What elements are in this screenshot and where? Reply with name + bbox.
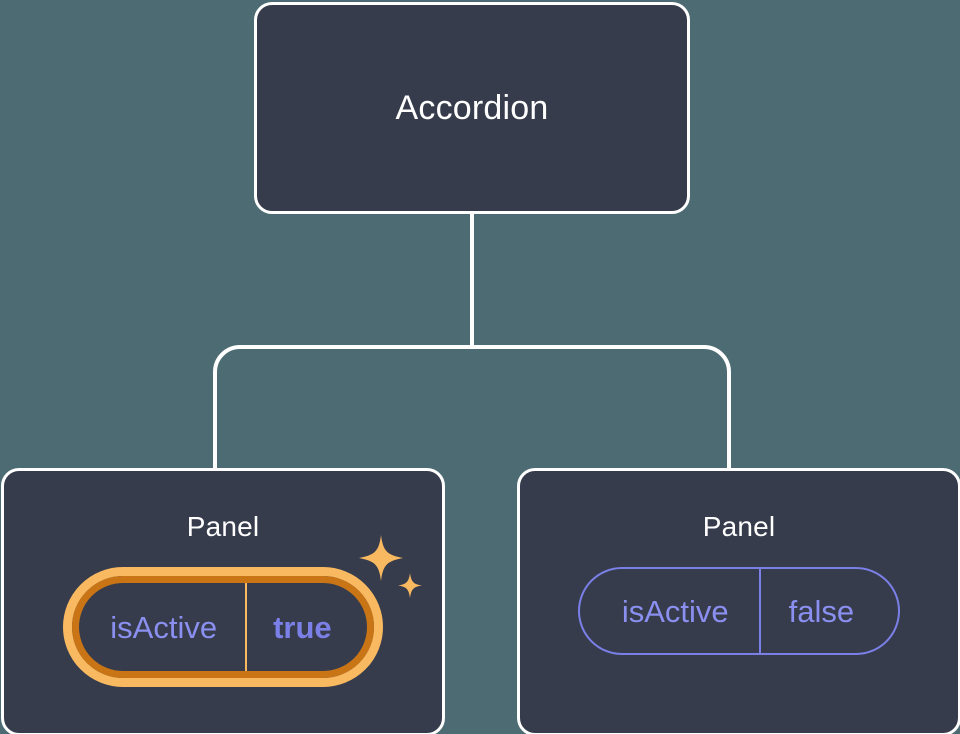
node-panel-inactive-label: Panel: [702, 511, 776, 542]
node-panel-active[interactable]: Panel isActive true: [1, 468, 445, 734]
prop-pill-is-active-false[interactable]: isActive false: [577, 567, 901, 655]
prop-pill-wrapper-active: isActive true: [63, 535, 422, 687]
connector-branch-right: [472, 345, 731, 470]
node-panel-active-label: Panel: [186, 511, 260, 542]
prop-value-label: true: [245, 576, 374, 678]
connector-branch-left: [213, 345, 472, 470]
prop-key-label: isActive: [621, 593, 729, 629]
prop-value-label: false: [758, 569, 898, 653]
node-panel-inactive[interactable]: Panel isActive false: [517, 468, 960, 734]
node-accordion[interactable]: Accordion: [254, 2, 690, 214]
prop-pill-wrapper-inactive: isActive false: [577, 567, 901, 655]
prop-pill-is-active-true[interactable]: isActive true: [63, 567, 383, 687]
node-accordion-label: Accordion: [395, 88, 549, 127]
prop-key-label: isActive: [110, 609, 218, 645]
